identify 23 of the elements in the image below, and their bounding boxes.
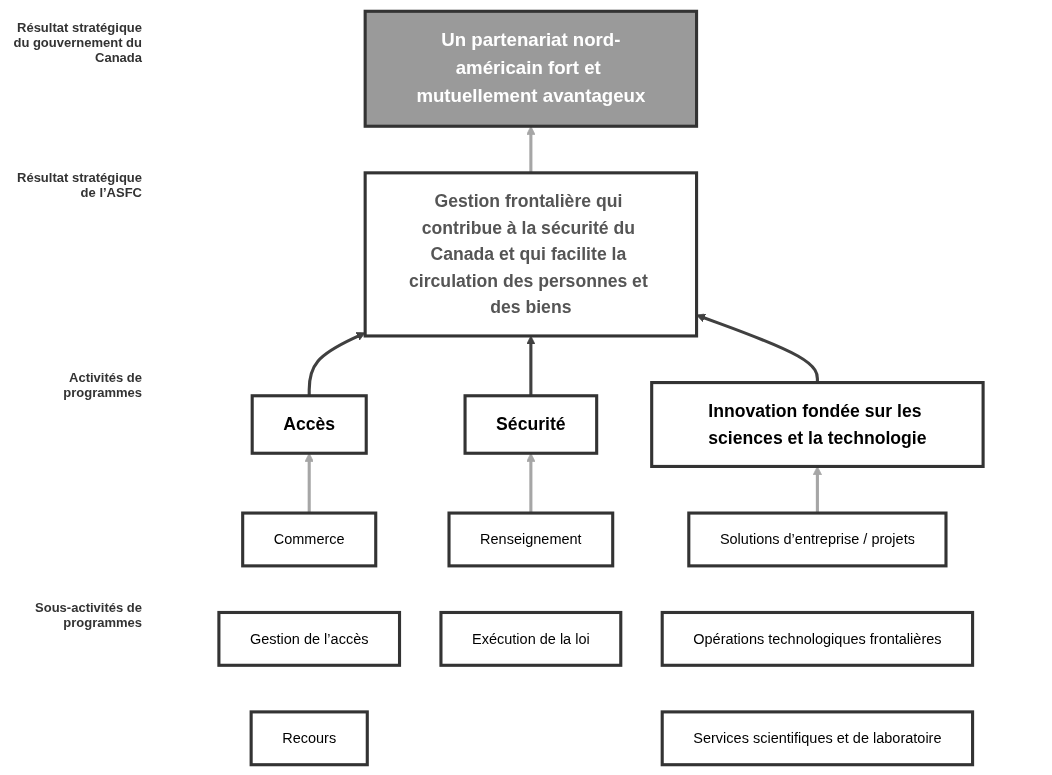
node-box: Solutions d’entreprise / projets — [687, 511, 948, 567]
node-box: Renseignement — [447, 511, 615, 567]
arrow — [526, 452, 536, 513]
node-box: Opérations technologiques frontalières — [660, 610, 975, 667]
node-box: Services scientifiques et de laboratoire — [660, 709, 975, 766]
node-box: Sécurité — [463, 393, 599, 455]
node-box: Commerce — [241, 511, 378, 567]
row-label: Résultat stratégique du gouvernement du Canada — [12, 20, 142, 65]
node-box: Gestion frontalière qui contribue à la sécurité du Canada et qui facilite la circulation des personnes et des biens — [363, 170, 699, 337]
row-label: Résultat stratégique de l’ASFC — [16, 170, 142, 200]
node-box: Exécution de la loi — [439, 610, 623, 667]
node-box: Accès — [250, 393, 368, 455]
row-label: Activités de programmes — [62, 370, 142, 400]
arrow — [526, 125, 536, 173]
node-box: Recours — [249, 709, 369, 766]
node-box: Gestion de l’accès — [217, 610, 402, 667]
arrow — [304, 452, 314, 513]
node-box: Innovation fondée sur les sciences et la technologie — [650, 380, 985, 468]
node-box: Un partenariat nord-américain fort et mutuellement avantageux — [363, 9, 699, 128]
arrow — [812, 465, 822, 513]
arrow — [526, 335, 536, 396]
arrow — [307, 331, 366, 396]
row-label: Sous-activités de programmes — [34, 600, 142, 630]
